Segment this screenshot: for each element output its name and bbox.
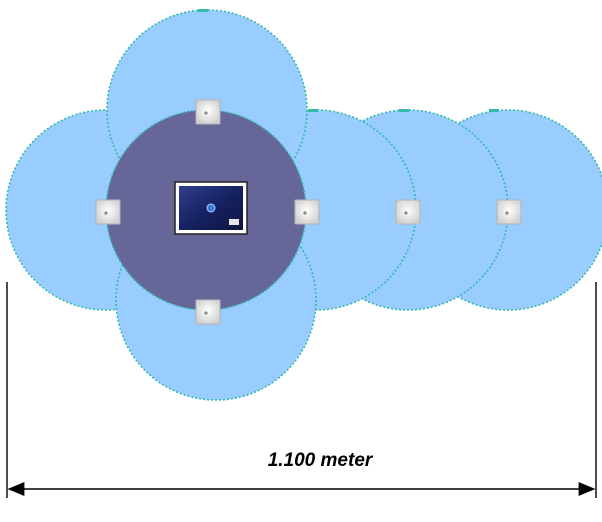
sensor-center-right bbox=[294, 199, 320, 225]
sensor-left bbox=[95, 199, 121, 225]
sensor-bottom bbox=[195, 299, 221, 325]
dimension bbox=[6, 282, 597, 498]
central-device bbox=[174, 181, 248, 235]
sensor-right-far bbox=[496, 199, 522, 225]
dimension-label: 1.100 meter bbox=[267, 450, 373, 471]
device-tag bbox=[229, 219, 239, 225]
zone-markers bbox=[198, 9, 499, 112]
sensor-right bbox=[395, 199, 421, 225]
sensors bbox=[95, 99, 522, 325]
zone-marker bbox=[198, 9, 208, 12]
device-sensor-dot bbox=[206, 203, 216, 213]
zone-marker bbox=[308, 109, 318, 112]
zone-marker bbox=[399, 109, 409, 112]
sensor-top bbox=[195, 99, 221, 125]
zone-marker bbox=[489, 109, 499, 112]
